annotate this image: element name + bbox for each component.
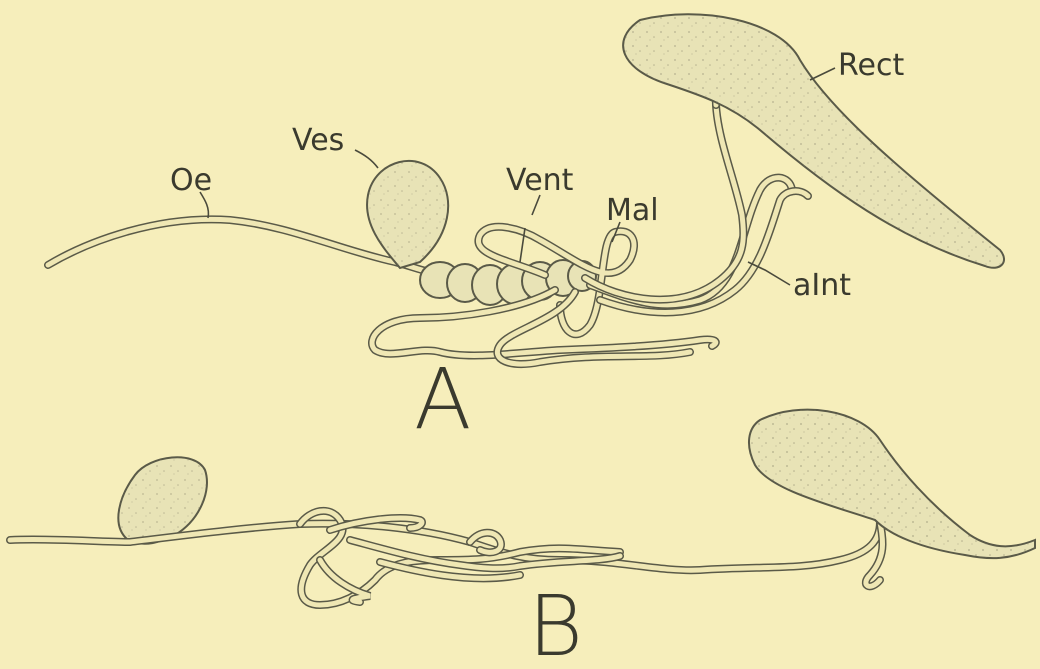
panel-a: Oe Ves Vent Mal Rect aInt A [48,14,1004,448]
label-mal: Mal [606,193,659,228]
leader-ves [355,150,378,168]
label-oe: Oe [170,163,212,198]
label-aint: aInt [793,268,851,303]
intestine-b [866,522,883,586]
panel-b: B [10,410,1035,669]
label-vent: Vent [506,163,574,198]
panel-letter-a: A [414,350,471,448]
label-ves: Ves [292,123,344,158]
label-rect: Rect [838,48,904,83]
leader-rect [810,68,835,80]
panel-letter-b: B [528,577,583,669]
